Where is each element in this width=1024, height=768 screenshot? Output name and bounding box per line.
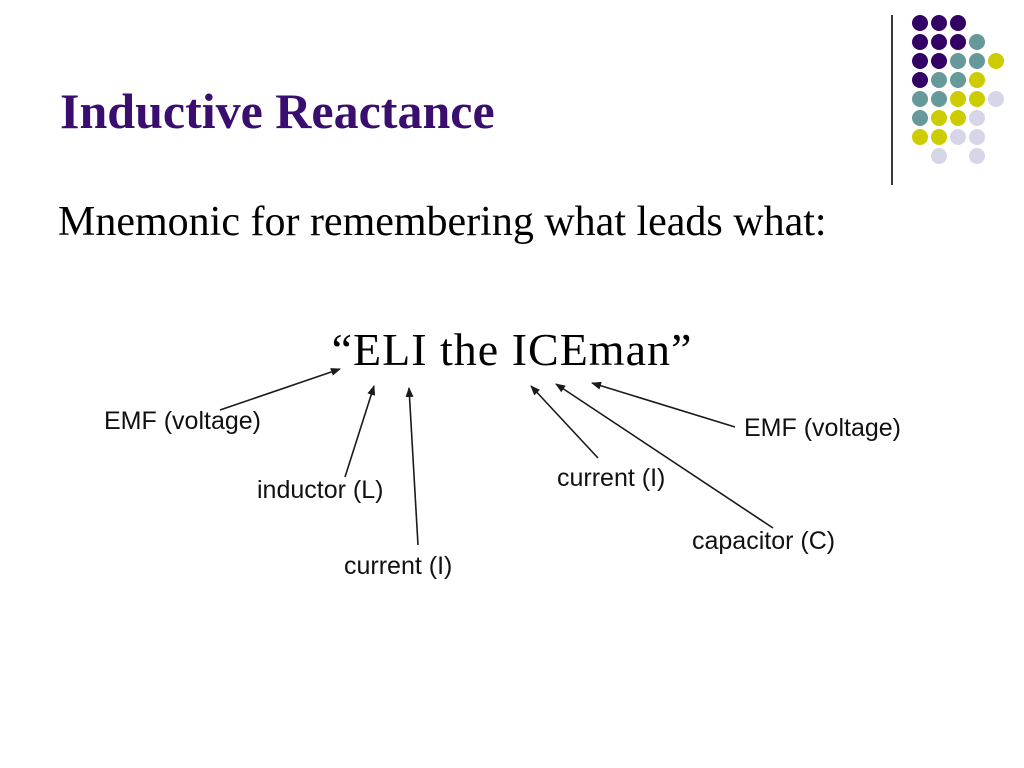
label-emf-voltage-right: EMF (voltage) xyxy=(744,414,901,442)
decorative-dot-icon xyxy=(950,15,966,31)
decorative-dot-icon xyxy=(988,91,1004,107)
label-inductor: inductor (L) xyxy=(257,476,384,504)
decorative-dot-icon xyxy=(950,129,966,145)
decorative-dot-icon xyxy=(931,34,947,50)
decorative-dot-icon xyxy=(931,110,947,126)
arrow-emf-right-to-E xyxy=(591,381,736,428)
arrow-inductor-to-L xyxy=(344,385,376,478)
decorative-dot-icon xyxy=(988,53,1004,69)
decorative-dot-icon xyxy=(931,53,947,69)
page-title: Inductive Reactance xyxy=(60,83,495,139)
decorative-dot-icon xyxy=(969,53,985,69)
decorative-dot-icon xyxy=(969,148,985,164)
decorative-dot-icon xyxy=(931,91,947,107)
label-capacitor: capacitor (C) xyxy=(692,527,836,555)
arrow-emf-left-to-E xyxy=(219,368,341,411)
decorative-dot-icon xyxy=(931,129,947,145)
decorative-dot-icon xyxy=(931,72,947,88)
decorative-dot-icon xyxy=(969,129,985,145)
decorative-dot-icon xyxy=(912,91,928,107)
mnemonic-phrase: “ELI the ICEman” xyxy=(331,324,693,375)
decorative-dot-grid-icon xyxy=(912,15,1013,167)
label-current-right: current (I) xyxy=(557,464,666,492)
decorative-dot-icon xyxy=(969,72,985,88)
decorative-dot-icon xyxy=(950,110,966,126)
decorative-dot-icon xyxy=(950,34,966,50)
decorative-dot-icon xyxy=(969,110,985,126)
arrow-capacitor-to-C xyxy=(555,383,774,529)
decorative-dot-icon xyxy=(912,53,928,69)
decorative-dot-icon xyxy=(912,15,928,31)
subtitle-text: Mnemonic for remembering what leads what… xyxy=(58,199,827,245)
decorative-dot-icon xyxy=(912,129,928,145)
decorative-dot-icon xyxy=(931,148,947,164)
decorative-dot-icon xyxy=(912,110,928,126)
decorative-dot-icon xyxy=(969,34,985,50)
decorative-vertical-line xyxy=(891,15,893,185)
decorative-dot-icon xyxy=(931,15,947,31)
arrow-current-to-I-eli xyxy=(405,387,419,546)
decorative-dot-icon xyxy=(950,91,966,107)
decorative-dot-icon xyxy=(912,34,928,50)
arrow-current-to-I-ice xyxy=(530,385,599,459)
decorative-dot-icon xyxy=(969,91,985,107)
label-emf-voltage-left: EMF (voltage) xyxy=(104,407,261,435)
decorative-dot-icon xyxy=(950,72,966,88)
decorative-dot-icon xyxy=(950,53,966,69)
label-current-left: current (I) xyxy=(344,552,453,580)
decorative-dot-icon xyxy=(912,72,928,88)
